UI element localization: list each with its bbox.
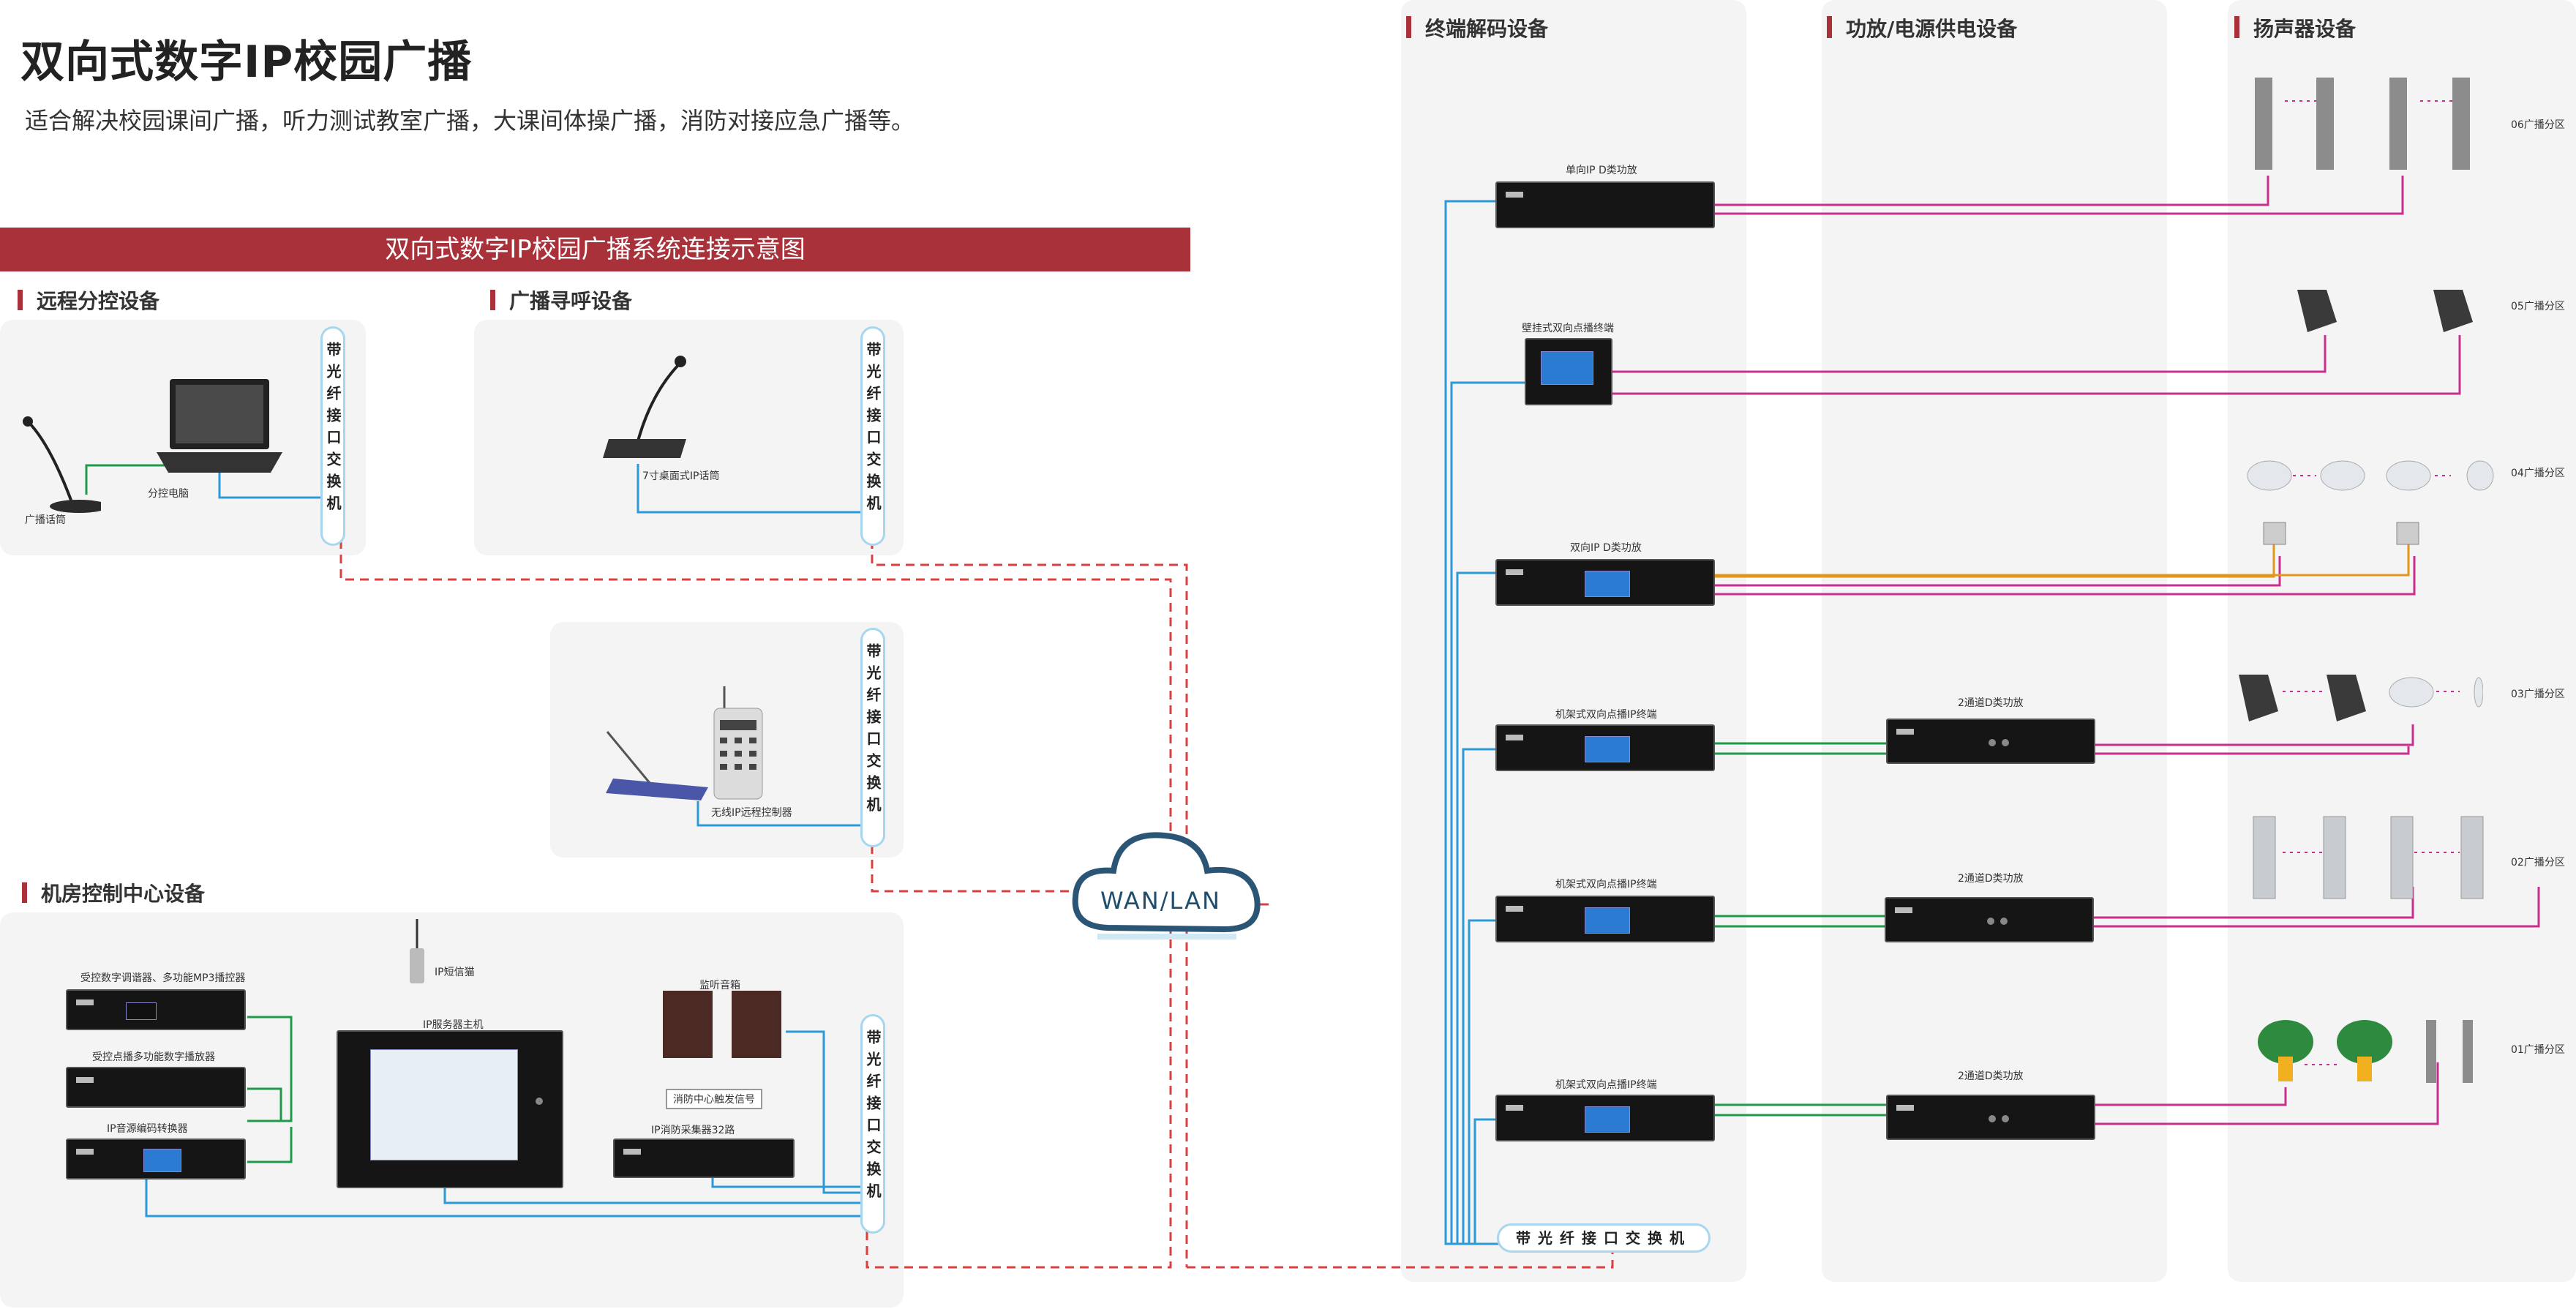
ceiling-speaker-group-04 <box>2246 452 2495 547</box>
router-icon <box>598 724 716 805</box>
mixed-speaker-group-03 <box>2234 670 2484 729</box>
column-speaker-group-06 <box>2253 76 2480 171</box>
switch-wireless-label: 带光纤接口交换机 <box>864 643 882 819</box>
column-amp-title: 功放/电源供电设备 <box>1827 13 2017 42</box>
terminal-label-5: 机架式双向点播IP终端 <box>1555 879 1657 890</box>
amp-label-1: 2通道D类功放 <box>1958 697 2024 709</box>
label-fire-collector: IP消防采集器32路 <box>651 1125 735 1136</box>
terminal-device-3 <box>1495 559 1715 606</box>
paging-panel <box>474 320 904 555</box>
amp-label-3: 2通道D类功放 <box>1958 1070 2024 1082</box>
remote-controller-icon <box>710 686 768 803</box>
section-remote-title: 远程分控设备 <box>18 285 159 315</box>
amp-label-2: 2通道D类功放 <box>1958 873 2024 885</box>
label-mic: 广播话筒 <box>25 514 66 526</box>
label-laptop: 分控电脑 <box>148 488 189 500</box>
amp-device-2 <box>1885 897 2094 942</box>
cloud-label: WAN/LAN <box>1100 887 1221 915</box>
server-device <box>337 1030 563 1188</box>
zone-label-02: 02广播分区 <box>2511 857 2565 869</box>
antenna-icon <box>408 919 426 985</box>
terminal-device-4 <box>1495 724 1715 771</box>
cd-player-device <box>66 1067 246 1108</box>
switch-wireless: 带光纤接口交换机 <box>860 628 885 847</box>
fire-collector-device <box>613 1139 795 1178</box>
amp-device-1 <box>1886 719 2095 764</box>
cloud-icon <box>1068 819 1273 951</box>
switch-paging-label: 带光纤接口交换机 <box>864 342 882 517</box>
zone-label-01: 01广播分区 <box>2511 1044 2565 1056</box>
laptop-icon <box>154 376 285 479</box>
terminal-device-5 <box>1495 896 1715 942</box>
page-title: 双向式数字IP校园广播 <box>20 37 473 88</box>
column-terminal-title: 终端解码设备 <box>1406 13 1548 42</box>
label-remote-controller: 无线IP远程控制器 <box>711 807 792 819</box>
audio-converter-device <box>66 1139 246 1179</box>
terminal-label-4: 机架式双向点播IP终端 <box>1555 709 1657 721</box>
terminal-label-3: 双向IP D类功放 <box>1570 542 1642 554</box>
page-subtitle: 适合解决校园课间广播，听力测试教室广播，大课间体操广播，消防对接应急广播等。 <box>25 107 915 135</box>
terminal-device-2 <box>1525 338 1612 405</box>
terminal-device-6 <box>1495 1095 1715 1141</box>
amp-device-3 <box>1886 1095 2095 1140</box>
zone-label-04: 04广播分区 <box>2511 468 2565 479</box>
switch-terminal: 带光纤接口交换机 <box>1497 1223 1711 1253</box>
label-ip-phone: IP短信猫 <box>435 967 475 978</box>
label-cd-player: 受控点播多功能数字播放器 <box>92 1051 215 1063</box>
switch-control-center: 带光纤接口交换机 <box>860 1014 885 1234</box>
switch-terminal-label: 带光纤接口交换机 <box>1516 1229 1691 1247</box>
mushroom-speaker-group-01 <box>2256 1016 2476 1089</box>
desk-mic-icon <box>598 351 694 468</box>
terminal-device-1 <box>1495 181 1715 228</box>
terminal-label-2: 壁挂式双向点播终端 <box>1522 323 1614 334</box>
tuner-device <box>66 989 246 1030</box>
fire-signal-box: 消防中心触发信号 <box>666 1089 762 1109</box>
terminal-label-6: 机架式双向点播IP终端 <box>1555 1079 1657 1091</box>
terminal-label-1: 单向IP D类功放 <box>1566 165 1637 176</box>
monitor-speaker-icon <box>661 989 786 1059</box>
switch-paging: 带光纤接口交换机 <box>860 326 885 546</box>
section-paging-title: 广播寻呼设备 <box>490 285 632 315</box>
gooseneck-mic-icon <box>20 414 108 517</box>
zone-label-03: 03广播分区 <box>2511 689 2565 700</box>
label-desk-mic: 7寸桌面式IP话筒 <box>642 470 720 482</box>
diagram-banner: 双向式数字IP校园广播系统连接示意图 <box>0 228 1190 271</box>
label-monitor-speaker: 监听音箱 <box>699 980 740 991</box>
zone-label-06: 06广播分区 <box>2511 119 2565 131</box>
label-tuner: 受控数字调谐器、多功能MP3播控器 <box>80 972 246 984</box>
zone-label-05: 05广播分区 <box>2511 301 2565 312</box>
switch-remote: 带光纤接口交换机 <box>320 326 345 546</box>
switch-control-label: 带光纤接口交换机 <box>864 1029 882 1205</box>
label-server: IP服务器主机 <box>423 1019 484 1031</box>
wall-speaker-group-05 <box>2293 285 2483 337</box>
section-control-title: 机房控制中心设备 <box>22 878 205 907</box>
column-speaker-group-02 <box>2252 815 2486 901</box>
column-speaker-title: 扬声器设备 <box>2234 13 2356 42</box>
switch-remote-label: 带光纤接口交换机 <box>324 342 342 517</box>
label-audio-converter: IP音源编码转换器 <box>107 1123 188 1135</box>
